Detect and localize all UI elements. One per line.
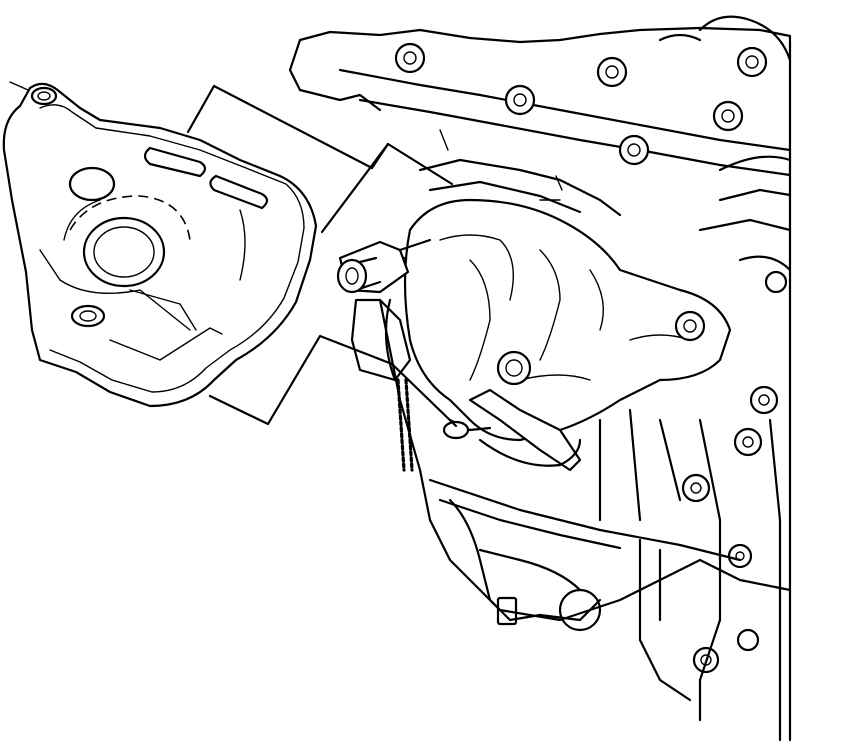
exhaust-manifold — [403, 198, 732, 472]
leader-stub — [9, 81, 29, 91]
oxygen-sensor — [336, 238, 432, 294]
head-bolts — [394, 42, 788, 674]
callout-leader-lines — [186, 84, 458, 428]
engine-block — [288, 15, 792, 742]
exhaust-manifold-heat-shield — [2, 82, 318, 408]
